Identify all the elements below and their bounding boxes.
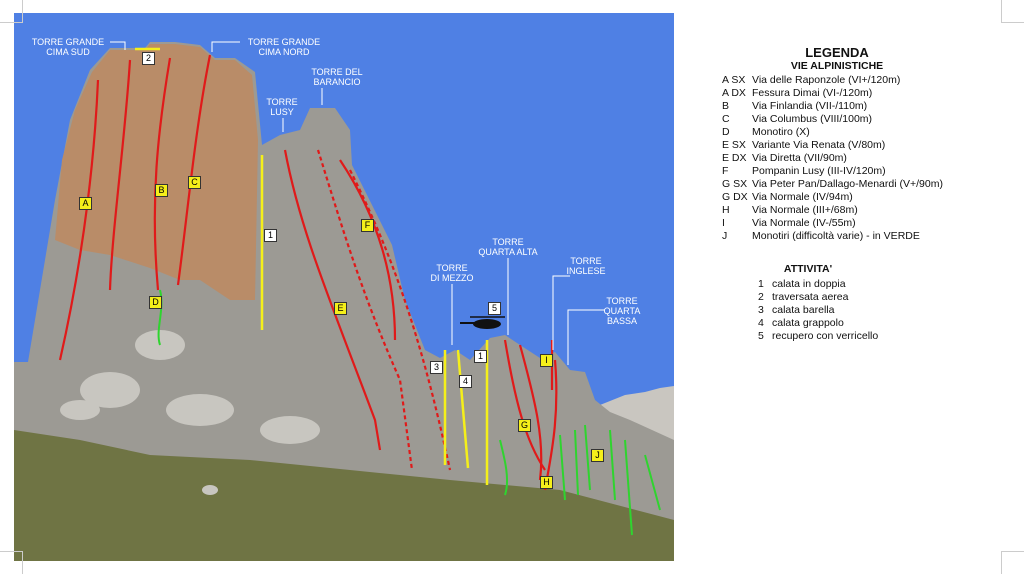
activity-tag-4: 4 <box>459 375 472 388</box>
legend-route-desc: Pompanin Lusy (III-IV/120m) <box>752 165 886 177</box>
legend-route-desc: Monotiro (X) <box>752 126 810 138</box>
legend-route-code: E DX <box>722 152 747 164</box>
legend-activity-desc: calata grappolo <box>772 317 844 329</box>
route-tag-c: C <box>188 176 201 189</box>
legend-title: LEGENDA <box>805 45 869 60</box>
legend-route: G DX Via Normale (IV/94m) <box>722 191 952 204</box>
legend-route: E DX Via Diretta (VII/90m) <box>722 152 952 165</box>
legend-route-code: J <box>722 230 728 242</box>
activity-tag-1b: 1 <box>474 350 487 363</box>
legend-route-desc: Via Normale (III+/68m) <box>752 204 858 216</box>
legend-route: J Monotiri (difficoltà varie) - in VERDE <box>722 230 952 243</box>
crop-mark <box>0 0 23 23</box>
helicopter-icon <box>460 316 505 329</box>
legend-route-desc: Via delle Raponzole (VI+/120m) <box>752 74 901 86</box>
legend-route: B Via Finlandia (VII-/110m) <box>722 100 952 113</box>
legend-route: I Via Normale (IV-/55m) <box>722 217 952 230</box>
legend-route-code: G SX <box>722 178 748 190</box>
legend-activity: 4 calata grappolo <box>758 317 878 330</box>
legend-route-code: C <box>722 113 730 125</box>
activity-tag-2: 2 <box>142 52 155 65</box>
route-tag-h: H <box>540 476 553 489</box>
activity-tag-3: 3 <box>430 361 443 374</box>
crop-mark <box>1001 0 1024 23</box>
legend-activity-code: 2 <box>758 291 764 303</box>
activities-title: ATTIVITA' <box>783 263 833 275</box>
legend-route: E SX Variante Via Renata (V/80m) <box>722 139 952 152</box>
legend-route-desc: Via Finlandia (VII-/110m) <box>752 100 868 112</box>
legend-route-code: G DX <box>722 191 748 203</box>
activity-tag-1: 1 <box>264 229 277 242</box>
route-tag-f: F <box>361 219 374 232</box>
legend-route-desc: Via Peter Pan/Dallago-Menardi (V+/90m) <box>752 178 943 190</box>
legend-route-code: B <box>722 100 730 112</box>
legend-activity: 5 recupero con verricello <box>758 330 878 343</box>
route-tag-j: J <box>591 449 604 462</box>
legend-route-desc: Via Diretta (VII/90m) <box>752 152 847 164</box>
legend-activity-code: 5 <box>758 330 764 342</box>
legend-route-desc: Monotiri (difficoltà varie) - in VERDE <box>752 230 920 242</box>
red-routes <box>58 54 558 491</box>
legend-route: F Pompanin Lusy (III-IV/120m) <box>722 165 952 178</box>
legend-route: C Via Columbus (VIII/100m) <box>722 113 952 126</box>
boulders <box>60 330 320 495</box>
route-tag-g: G <box>518 419 531 432</box>
label-leaders <box>110 41 605 365</box>
route-tag-i: I <box>540 354 553 367</box>
legend-route-desc: Via Columbus (VIII/100m) <box>752 113 873 125</box>
legend-route: G SX Via Peter Pan/Dallago-Menardi (V+/90… <box>722 178 952 191</box>
legend-activity-code: 1 <box>758 278 764 290</box>
legend-route-desc: Variante Via Renata (V/80m) <box>752 139 886 151</box>
route-tag-b: B <box>155 184 168 197</box>
legend-activity-code: 4 <box>758 317 764 329</box>
activities-legend: ATTIVITA' 1 calata in doppia 2 traversata a… <box>758 263 878 343</box>
legend-activity-desc: calata barella <box>772 304 835 316</box>
legend-activity-code: 3 <box>758 304 764 316</box>
legend-activity-desc: recupero con verricello <box>772 330 879 342</box>
legend-route: A DX Fessura Dimai (VI-/120m) <box>722 87 952 100</box>
legend-route-desc: Via Normale (IV/94m) <box>752 191 853 203</box>
routes-title: VIE ALPINISTICHE <box>790 60 884 72</box>
legend-route-desc: Fessura Dimai (VI-/120m) <box>752 87 873 99</box>
route-tag-a: A <box>79 197 92 210</box>
legend-route-code: F <box>722 165 729 177</box>
legend-activity: 3 calata barella <box>758 304 878 317</box>
legend-route-desc: Via Normale (IV-/55m) <box>752 217 856 229</box>
legend-route: A SX Via delle Raponzole (VI+/120m) <box>722 74 952 87</box>
legend-activity-desc: traversata aerea <box>772 291 849 303</box>
route-tag-d: D <box>149 296 162 309</box>
legend-route-code: A SX <box>722 74 746 86</box>
legend-activity: 2 traversata aerea <box>758 291 878 304</box>
grass-slope <box>14 430 674 561</box>
route-tag-e: E <box>334 302 347 315</box>
crop-mark <box>1001 551 1024 574</box>
legend-activity: 1 calata in doppia <box>758 278 878 291</box>
activity-tag-5: 5 <box>488 302 501 315</box>
legend-route-code: I <box>722 217 725 229</box>
legend-route: H Via Normale (III+/68m) <box>722 204 952 217</box>
crop-mark <box>0 551 23 574</box>
rappel-lines <box>135 47 489 485</box>
legend-route-code: D <box>722 126 730 138</box>
legend: LEGENDA VIE ALPINISTICHE A SX Via delle R… <box>722 46 952 243</box>
legend-route-code: H <box>722 204 730 216</box>
legend-route-code: E SX <box>722 139 746 151</box>
legend-route: D Monotiro (X) <box>722 126 952 139</box>
legend-activity-desc: calata in doppia <box>772 278 846 290</box>
legend-route-code: A DX <box>722 87 746 99</box>
green-routes <box>157 289 661 536</box>
